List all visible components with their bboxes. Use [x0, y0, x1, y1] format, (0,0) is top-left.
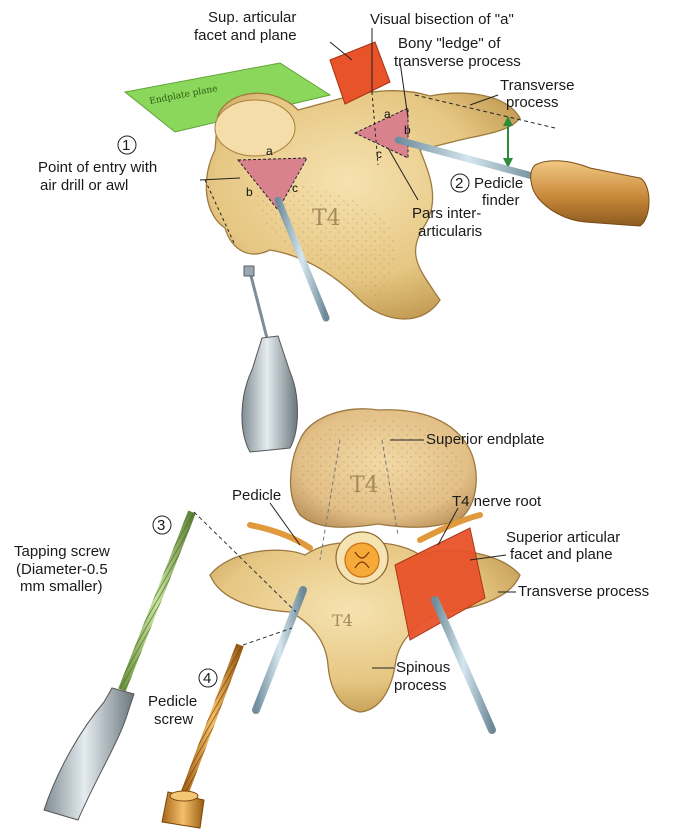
bottom-figure: T4 T4	[14, 409, 649, 828]
label-sup-facet: Sup. articular facet and plane	[194, 9, 301, 44]
label-pedicle: Pedicle	[232, 487, 281, 504]
label-transverse-top: Transverse process	[500, 77, 579, 111]
label-tapping-screw: Tapping screw (Diameter-0.5 mm smaller)	[14, 543, 114, 595]
vertebra-label-top: T4	[312, 206, 341, 231]
tapping-screw-thread	[122, 512, 192, 690]
nerve-root-left	[250, 525, 310, 548]
label-spinous: Spinous process	[394, 659, 454, 694]
vertebra-label-small: T4	[332, 611, 353, 630]
awl-tip	[244, 266, 254, 276]
letter-c-left: c	[292, 181, 298, 195]
superior-facet-plane-bottom	[395, 528, 485, 640]
label-transverse-bottom: Transverse process	[518, 583, 649, 600]
awl-shaft	[250, 272, 268, 342]
label-pedicle-finder: Pedicle finder	[474, 175, 527, 209]
pedicle-screw-thread	[185, 645, 240, 792]
screw-head-top	[170, 791, 198, 801]
pedicle-finder-handle-icon	[531, 161, 649, 226]
letter-b-left: b	[246, 185, 253, 199]
label-sup-facet-bottom: Superior articular facet and plane	[506, 529, 624, 563]
screw-driver-icon	[44, 688, 134, 820]
label-nerve-root: T4 nerve root	[452, 493, 542, 510]
label-pars: Pars inter- articularis	[412, 205, 485, 240]
label-entry: Point of entry with air drill or awl	[38, 159, 161, 194]
top-figure: Endplate plane T4 a b c a b c	[38, 9, 649, 452]
left-superior-facet	[215, 100, 295, 156]
step-1-number: 1	[122, 137, 130, 154]
label-ledge: Bony "ledge" of transverse process	[394, 35, 521, 70]
vertebra-label-bottom: T4	[350, 473, 379, 498]
drill-handle-icon	[242, 336, 298, 452]
letter-b-right: b	[404, 123, 411, 137]
step-3-number: 3	[157, 517, 165, 534]
step-4-number: 4	[203, 670, 211, 687]
step-2-number: 2	[455, 175, 463, 192]
letter-a-right: a	[384, 107, 391, 121]
spinal-cord	[345, 543, 379, 577]
label-bisection: Visual bisection of "a"	[370, 11, 514, 28]
label-superior-endplate: Superior endplate	[426, 431, 544, 448]
label-pedicle-screw: Pedicle screw	[148, 693, 201, 728]
letter-a-left: a	[266, 144, 273, 158]
leader-pedicle	[270, 503, 300, 545]
